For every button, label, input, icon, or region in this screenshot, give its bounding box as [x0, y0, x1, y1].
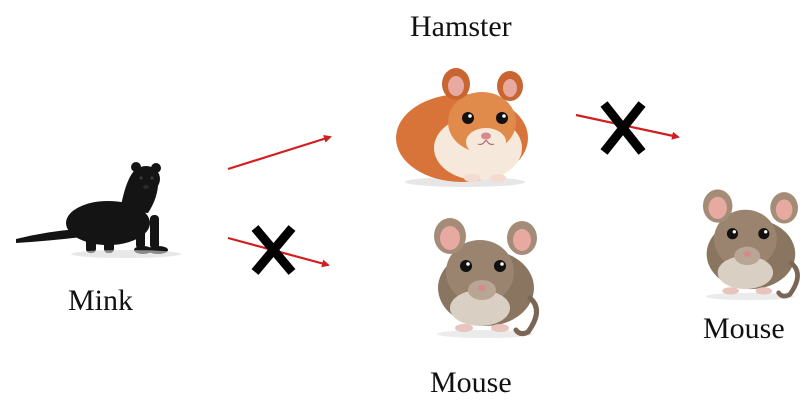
arrow-mink-to-hamster	[228, 137, 330, 169]
cross-mink-to-mouse	[255, 228, 292, 272]
